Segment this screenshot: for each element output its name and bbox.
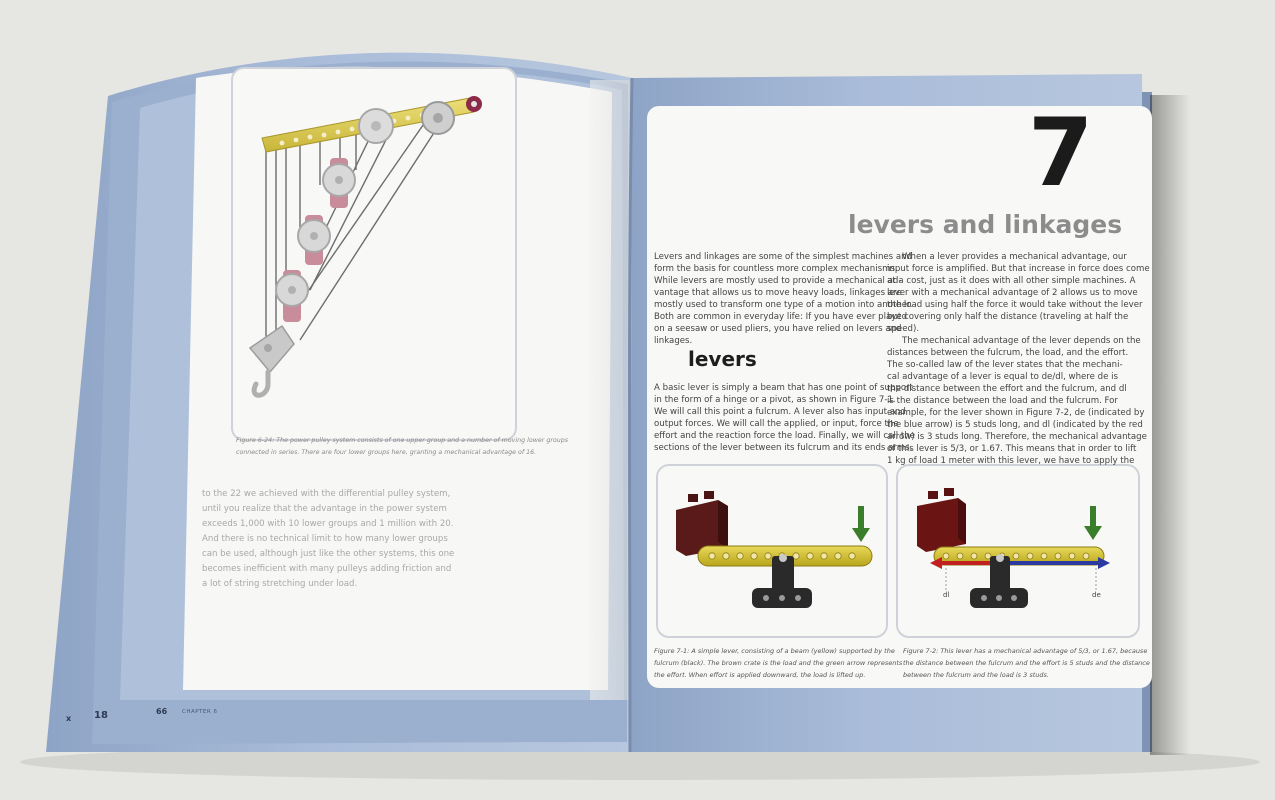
left-body-line: to the 22 we achieved with the different… [202, 489, 451, 499]
edge-mark: x [66, 714, 72, 723]
right-column-line: but covering only half the distance (tra… [887, 312, 1129, 322]
right-column-line: at a cost, just as it does with all othe… [887, 276, 1136, 286]
section-line: effort and the reaction force the load. … [654, 431, 916, 441]
right-column-line: the blue arrow) is 5 studs long, and dl … [887, 420, 1143, 430]
intro-line: While levers are mostly used to provide … [654, 276, 902, 286]
figure-6-24-frame [231, 67, 517, 441]
right-column-line: of this lever is 5/3, or 1.67. This mean… [887, 444, 1137, 454]
left-body-line: And there is no technical limit to how m… [202, 534, 448, 544]
page-number: 66 [156, 707, 168, 716]
intro-line: Both are common in everyday life: If you… [654, 312, 908, 322]
intro-line: linkages. [654, 336, 693, 346]
left-body-line: until you realize that the advantage in … [202, 504, 447, 514]
left-body-line: can be used, although just like the othe… [202, 549, 455, 559]
section-line: We will call this point a fulcrum. A lev… [654, 407, 906, 417]
right-column-line: lever with a mechanical advantage of 2 a… [887, 288, 1138, 298]
section-line: A basic lever is simply a beam that has … [654, 383, 914, 393]
right-column-line: When a lever provides a mechanical advan… [902, 252, 1127, 262]
running-head: CHAPTER 6 [182, 709, 218, 715]
right-column-line: distances between the fulcrum, the load,… [887, 348, 1129, 358]
intro-line: Levers and linkages are some of the simp… [654, 252, 913, 262]
pulley-system-illustration [248, 96, 482, 398]
figure-6-24-caption-line-1: Figure 6-24: The power pulley system con… [236, 437, 569, 444]
figure-7-1-caption-line: fulcrum (black). The brown crate is the … [654, 659, 903, 667]
right-column-line: The so-called law of the lever states th… [887, 360, 1123, 370]
intro-line: vantage that allows us to move heavy loa… [654, 288, 902, 298]
figure-7-1-caption-line: Figure 7-1: A simple lever, consisting o… [654, 647, 895, 655]
figure-7-1-caption-line: the effort. When effort is applied downw… [654, 671, 866, 679]
section-line: in the form of a hinge or a pivot, as sh… [654, 395, 896, 405]
label-de: de [1092, 591, 1101, 599]
section-line: sections of the lever between its fulcru… [654, 443, 913, 453]
edge-mark: 18 [94, 710, 108, 721]
right-column-line: cal advantage of a lever is equal to de/… [887, 372, 1119, 382]
right-column-line: The mechanical advantage of the lever de… [902, 336, 1141, 346]
left-body-line: a lot of string stretching under load. [202, 579, 358, 589]
label-dl: dl [943, 591, 950, 599]
right-column-line: arrow) is 3 studs long. Therefore, the m… [887, 432, 1147, 442]
right-column-line: the load using half the force it would t… [887, 300, 1143, 310]
figure-7-2-caption-line: the distance between the fulcrum and the… [903, 659, 1150, 667]
right-column-line: input force is amplified. But that incre… [887, 264, 1150, 274]
left-body-line: exceeds 1,000 with 10 lower groups and 1… [202, 519, 454, 529]
simple-lever-illustration [676, 491, 873, 608]
chapter-title: levers and linkages [848, 210, 1123, 239]
figure-6-24-caption-line-2: connected in series. There are four lowe… [236, 449, 537, 456]
left-body-line: becomes inefficient with many pulleys ad… [202, 564, 452, 574]
right-column-line: example, for the lever shown in Figure 7… [887, 408, 1145, 418]
right-column-line: 1 kg of load 1 meter with this lever, we… [887, 456, 1135, 466]
intro-line: form the basis for countless more comple… [654, 264, 898, 274]
figure-7-2-caption-line: between the fulcrum and the load is 3 st… [903, 671, 1049, 679]
right-column-line: is the distance between the load and the… [887, 396, 1118, 406]
section-line: output forces. We will call the applied,… [654, 419, 899, 429]
lever-advantage-illustration [917, 488, 1110, 608]
right-column-line: the distance between the effort and the … [887, 384, 1127, 394]
intro-line: on a seesaw or used pliers, you have rel… [654, 324, 902, 334]
intro-line: mostly used to transform one type of a m… [654, 300, 913, 310]
chapter-number: 7 [1028, 99, 1093, 208]
right-column-line: speed). [887, 324, 920, 334]
figure-7-2-caption-line: Figure 7-2: This lever has a mechanical … [903, 647, 1148, 655]
section-heading-levers: levers [688, 347, 757, 371]
